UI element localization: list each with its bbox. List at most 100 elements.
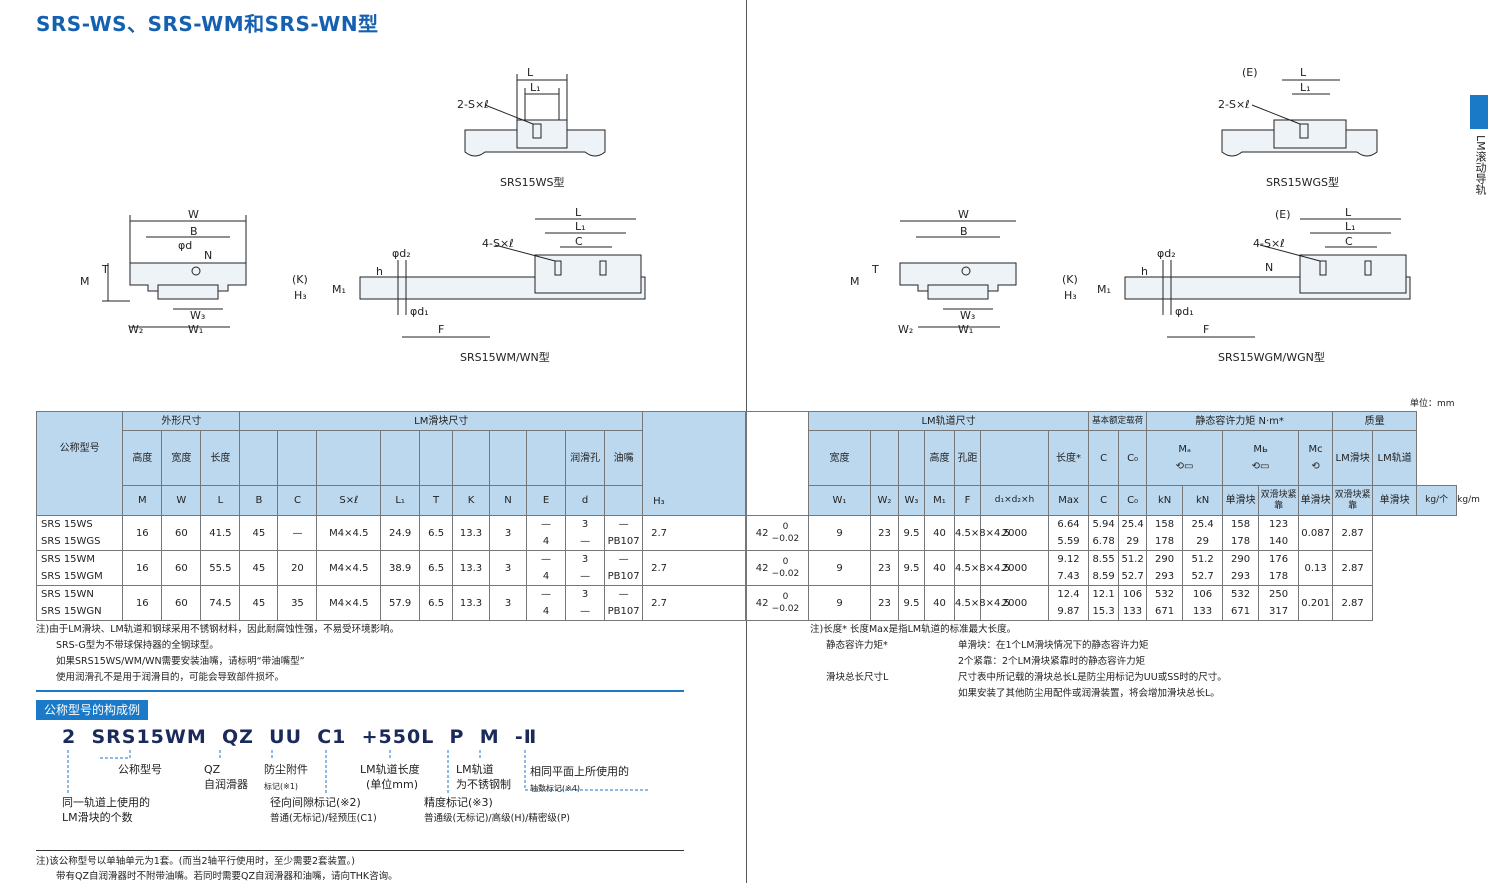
right-sym: C₀ [1118, 485, 1148, 516]
hdr-model-sym [35, 485, 124, 516]
dim-M-r: M [850, 275, 860, 288]
cell-C: 35 [291, 597, 304, 609]
note-left-3: 使用润滑孔不是用于润滑目的，可能会导致部件损坏。 [56, 672, 285, 683]
cell-Mc: 176 [1269, 554, 1289, 565]
lbl-cnt2: LM滑块的个数 [62, 811, 133, 824]
cell-T: 6.5 [428, 597, 445, 609]
lbl-ss2: 为不锈钢制 [456, 778, 511, 791]
lbl-rail1: LM轨道长度 [360, 763, 420, 776]
unit-label: 单位：mm [1410, 399, 1455, 409]
sym-M: M [122, 485, 163, 516]
dim-C: C [575, 235, 583, 248]
hdr-nipple: 油嘴 [604, 430, 644, 486]
dim-K: (K) [292, 273, 308, 286]
page-title: SRS-WS、SRS-WM和SRS-WN型 [36, 12, 379, 36]
hdr-mass: 质量 [1332, 411, 1418, 431]
cell-M1: 9.5 [903, 597, 920, 609]
cell-W2: 9 [836, 527, 843, 539]
note-right-v3: 尺寸表中所记载的滑块总长L是防尘用标记为UU或SS时的尺寸。 [958, 672, 1227, 683]
dim-N: N [204, 249, 212, 262]
cell-d: — [580, 536, 591, 547]
cell-W1: 42 [755, 528, 769, 539]
cell-tol: 0 [782, 592, 789, 602]
cell-tol: 0 [782, 557, 789, 567]
cell-W1: 42 [755, 563, 769, 574]
cell-M: 16 [135, 597, 149, 609]
mc-label: Mc [1308, 444, 1323, 455]
cell-E: 4 [542, 606, 550, 617]
cell-tol: −0.02 [771, 534, 800, 544]
cell-M: 16 [135, 562, 149, 574]
sym-K: K [452, 485, 491, 516]
dim-H3-r: H₃ [1064, 289, 1077, 302]
dim-N-r: N [1265, 261, 1273, 274]
dim-E-top: (E) [1242, 66, 1258, 79]
cell-N: 3 [504, 597, 512, 609]
cell-W2: 9 [836, 597, 843, 609]
lbl-par2: 轴数标记(※4) [530, 784, 581, 793]
cell-mr: 2.87 [1341, 597, 1364, 609]
ma-icon: ⟲▭ [1175, 461, 1194, 472]
right-sym: 双滑块紧靠 [1332, 485, 1374, 516]
cell-d: 3 [581, 554, 589, 565]
cell-mb: 0.13 [1304, 562, 1327, 574]
cell-C0: 6.78 [1092, 536, 1115, 547]
cell-Mb2: 290 [1231, 554, 1251, 565]
model-name: SRS 15WN [41, 589, 94, 600]
cell-Mb1: 106 [1193, 589, 1213, 600]
cell-C0: 15.3 [1092, 606, 1115, 617]
lbl-ss1: LM轨道 [456, 763, 494, 776]
hdr-rail-pitch: 孔距 [954, 430, 981, 486]
lbl-dust1: 防尘附件 [264, 763, 308, 776]
cell-C: 9.87 [1057, 606, 1080, 617]
hdr-rail-length: 长度* [1047, 430, 1090, 486]
dim-4S: 4-S×ℓ [482, 237, 514, 250]
cell-nip: PB107 [607, 606, 640, 617]
sym-nipple [604, 485, 644, 516]
spec-table-right: LM轨道尺寸 基本额定载荷 静态容许力矩 N·m* 质量 宽度 高度 孔距 长度… [746, 411, 1480, 621]
note-right-v1: 单滑块：在1个LM滑块情况下的静态容许力矩 [958, 640, 1149, 651]
cell-L: 41.5 [209, 527, 232, 539]
hdr-mass-block: LM滑块 [1332, 430, 1374, 486]
cell-W1: 42 [755, 598, 769, 609]
hdr-length: 长度 [200, 430, 241, 486]
cell-Ma1: 51.2 [1121, 554, 1144, 565]
right-sym: W₁ [808, 485, 871, 516]
lbl-par1: 相同平面上所使用的 [530, 765, 629, 778]
sym-T: T [419, 485, 454, 516]
cell-dd: 4.5×8×4.5 [955, 597, 1010, 609]
cell-Mc: 123 [1269, 519, 1289, 530]
spec-table-left: 公称型号 外形尺寸 LM滑块尺寸 H₃ 高度 宽度 长度 润滑孔 油嘴 M W … [35, 411, 746, 621]
dim-W2: W₂ [128, 323, 143, 336]
right-sym: C [1088, 485, 1120, 516]
lbl-clr1: 径向间隙标记(※2) [270, 796, 361, 809]
cell-E: 4 [542, 571, 550, 582]
drawing-srs15wgm-side: (E) L L₁ C 4-S×ℓ N φd₂ h M₁ φd₁ F [1097, 206, 1411, 338]
hdr-mb: Mь⟲▭ [1222, 430, 1300, 486]
bottom-note-1: 带有QZ自润滑器时不附带油嘴。若同时需要QZ自润滑器和油嘴，请向THK咨询。 [56, 871, 398, 882]
note-left-1: SRS-G型为不带球保持器的全钢球型。 [56, 640, 219, 651]
cell-S: M4×4.5 [329, 597, 369, 609]
hdr-rail-height: 高度 [924, 430, 955, 486]
cell-C: 7.43 [1057, 571, 1080, 582]
hdr-blank: H₃ [642, 411, 746, 516]
cell-W3: 23 [878, 562, 891, 574]
right-sym: W₃ [898, 485, 925, 516]
sym-C: C [277, 485, 318, 516]
sym-W: W [161, 485, 202, 516]
note-right-k3: 滑块总长尺寸L [826, 672, 889, 683]
model-name: SRS 15WS [41, 519, 93, 530]
dim-h-r: h [1141, 265, 1148, 278]
lbl-clr2: 普通(无标记)/轻预压(C1) [270, 813, 377, 824]
cell-Ma1: 133 [1123, 606, 1143, 617]
dim-phid: φd [178, 239, 192, 252]
cell-H3: 2.7 [651, 527, 668, 539]
hdr-model: 公称型号 [35, 411, 124, 486]
sym-d: d [565, 485, 606, 516]
cell-d: — [580, 606, 591, 617]
dim-2S-wgs: 2-S×ℓ [1218, 98, 1250, 111]
cell-C: — [292, 527, 303, 539]
model-name: SRS 15WM [41, 554, 96, 565]
dim-h: h [376, 265, 383, 278]
